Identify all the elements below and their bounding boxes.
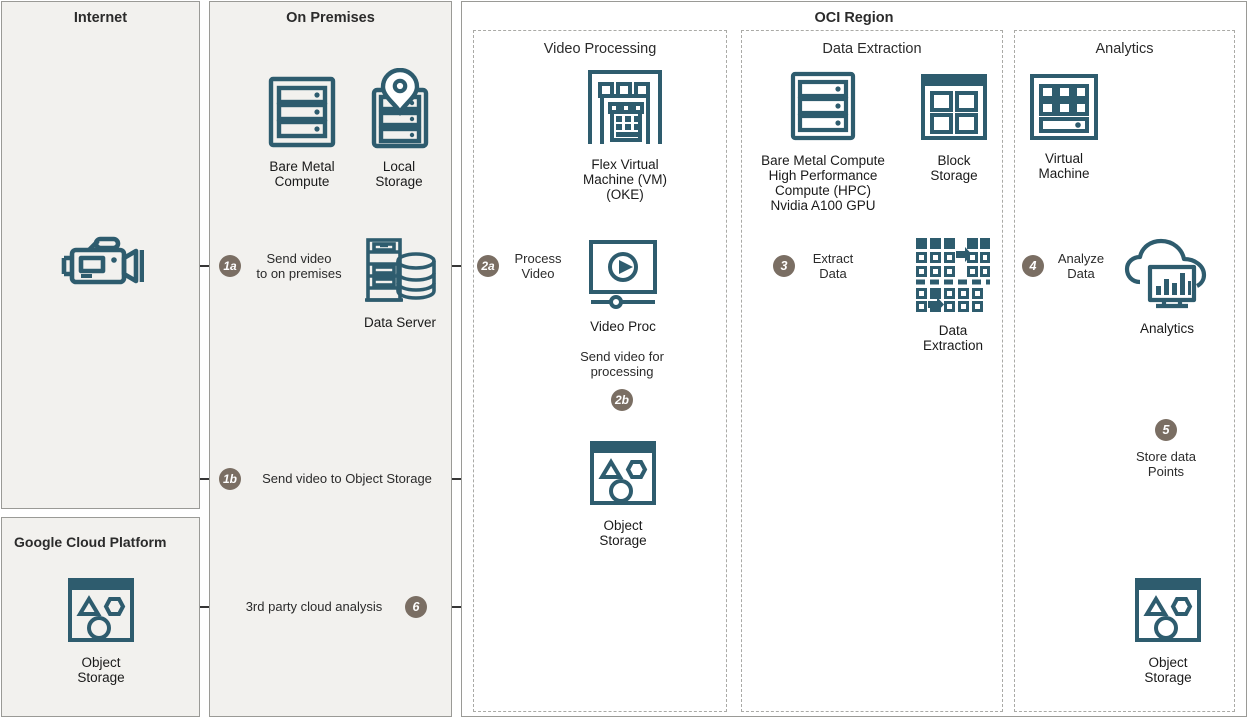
step-label-6: 3rd party cloud analysis — [245, 599, 383, 614]
node-virtual-machine: Virtual Machine — [1025, 72, 1103, 181]
step-badge-4[interactable]: 4 — [1022, 255, 1044, 277]
subpanel-video-processing-title: Video Processing — [543, 41, 657, 57]
step-badge-2a[interactable]: 2a — [477, 255, 499, 277]
step-badge-1b[interactable]: 1b — [219, 468, 241, 490]
node-data-extraction: Data Extraction — [913, 236, 993, 353]
node-block-storage: Block Storage — [913, 70, 995, 183]
step-badge-1a[interactable]: 1a — [219, 255, 241, 277]
node-local-storage-label: Local Storage — [375, 159, 423, 189]
step-label-4: Analyze Data — [1057, 251, 1105, 281]
node-video-proc: Video Proc — [585, 238, 661, 334]
step-label-1a: Send video to on premises — [256, 251, 342, 281]
data-server-icon — [360, 236, 440, 311]
panel-google-cloud: Google Cloud Platform — [1, 517, 200, 717]
step-label-3: Extract Data — [812, 251, 854, 281]
data-extraction-icon — [914, 236, 992, 319]
panel-google-cloud-title: Google Cloud Platform — [14, 534, 167, 550]
node-analytics-label: Analytics — [1139, 321, 1195, 336]
local-storage-pin-icon — [363, 67, 435, 155]
step-label-2b: Send video for processing — [580, 349, 664, 379]
flex-vm-icon — [584, 66, 666, 153]
step-badge-5[interactable]: 5 — [1155, 419, 1177, 441]
subpanel-data-extraction-title: Data Extraction — [822, 41, 922, 57]
step-label-5: Store data Points — [1136, 449, 1196, 479]
subpanel-data-extraction: Data Extraction — [741, 30, 1003, 712]
step-badge-6[interactable]: 6 — [405, 596, 427, 618]
node-local-storage: Local Storage — [358, 67, 440, 189]
node-object-storage-oci: Object Storage — [583, 437, 663, 548]
node-data-server-label: Data Server — [363, 315, 437, 330]
node-data-extraction-label: Data Extraction — [922, 323, 984, 353]
panel-internet: Internet — [1, 1, 200, 509]
node-analytics: Analytics — [1124, 238, 1210, 336]
step-label-2a: Process Video — [514, 251, 562, 281]
video-camera-icon — [58, 236, 145, 297]
node-bm-hpc: Bare Metal Compute High Performance Comp… — [745, 70, 901, 213]
object-storage-icon — [1130, 574, 1206, 651]
step-badge-2b[interactable]: 2b — [611, 389, 633, 411]
node-object-storage-store-label: Object Storage — [1144, 655, 1192, 685]
node-data-server: Data Server — [358, 236, 442, 330]
node-video-camera — [58, 236, 145, 297]
block-storage-icon — [916, 70, 992, 149]
object-storage-icon — [63, 574, 139, 651]
node-object-storage-gcp-label: Object Storage — [77, 655, 125, 685]
server-rack-icon — [788, 70, 858, 149]
node-flex-vm: Flex Virtual Machine (VM) (OKE) — [570, 66, 680, 202]
virtual-machine-icon — [1027, 72, 1101, 147]
panel-internet-title: Internet — [73, 10, 128, 26]
node-object-storage-store: Object Storage — [1128, 574, 1208, 685]
cloud-analytics-icon — [1124, 238, 1210, 317]
node-block-storage-label: Block Storage — [930, 153, 978, 183]
node-object-storage-gcp: Object Storage — [61, 574, 141, 685]
step-badge-3[interactable]: 3 — [773, 255, 795, 277]
step-label-1b: Send video to Object Storage — [262, 471, 432, 486]
node-video-proc-label: Video Proc — [590, 319, 656, 334]
node-bare-metal-compute-label: Bare Metal Compute — [269, 159, 335, 189]
node-object-storage-oci-label: Object Storage — [599, 518, 647, 548]
node-flex-vm-label: Flex Virtual Machine (VM) (OKE) — [582, 157, 668, 202]
node-bm-hpc-label: Bare Metal Compute High Performance Comp… — [761, 153, 885, 213]
node-bare-metal-compute: Bare Metal Compute — [259, 74, 345, 189]
panel-oci-region-title: OCI Region — [814, 10, 894, 26]
subpanel-analytics-title: Analytics — [1095, 41, 1154, 57]
server-rack-icon — [266, 74, 338, 155]
object-storage-icon — [585, 437, 661, 514]
panel-on-premises-title: On Premises — [286, 10, 375, 26]
video-player-icon — [585, 238, 661, 315]
node-virtual-machine-label: Virtual Machine — [1038, 151, 1090, 181]
